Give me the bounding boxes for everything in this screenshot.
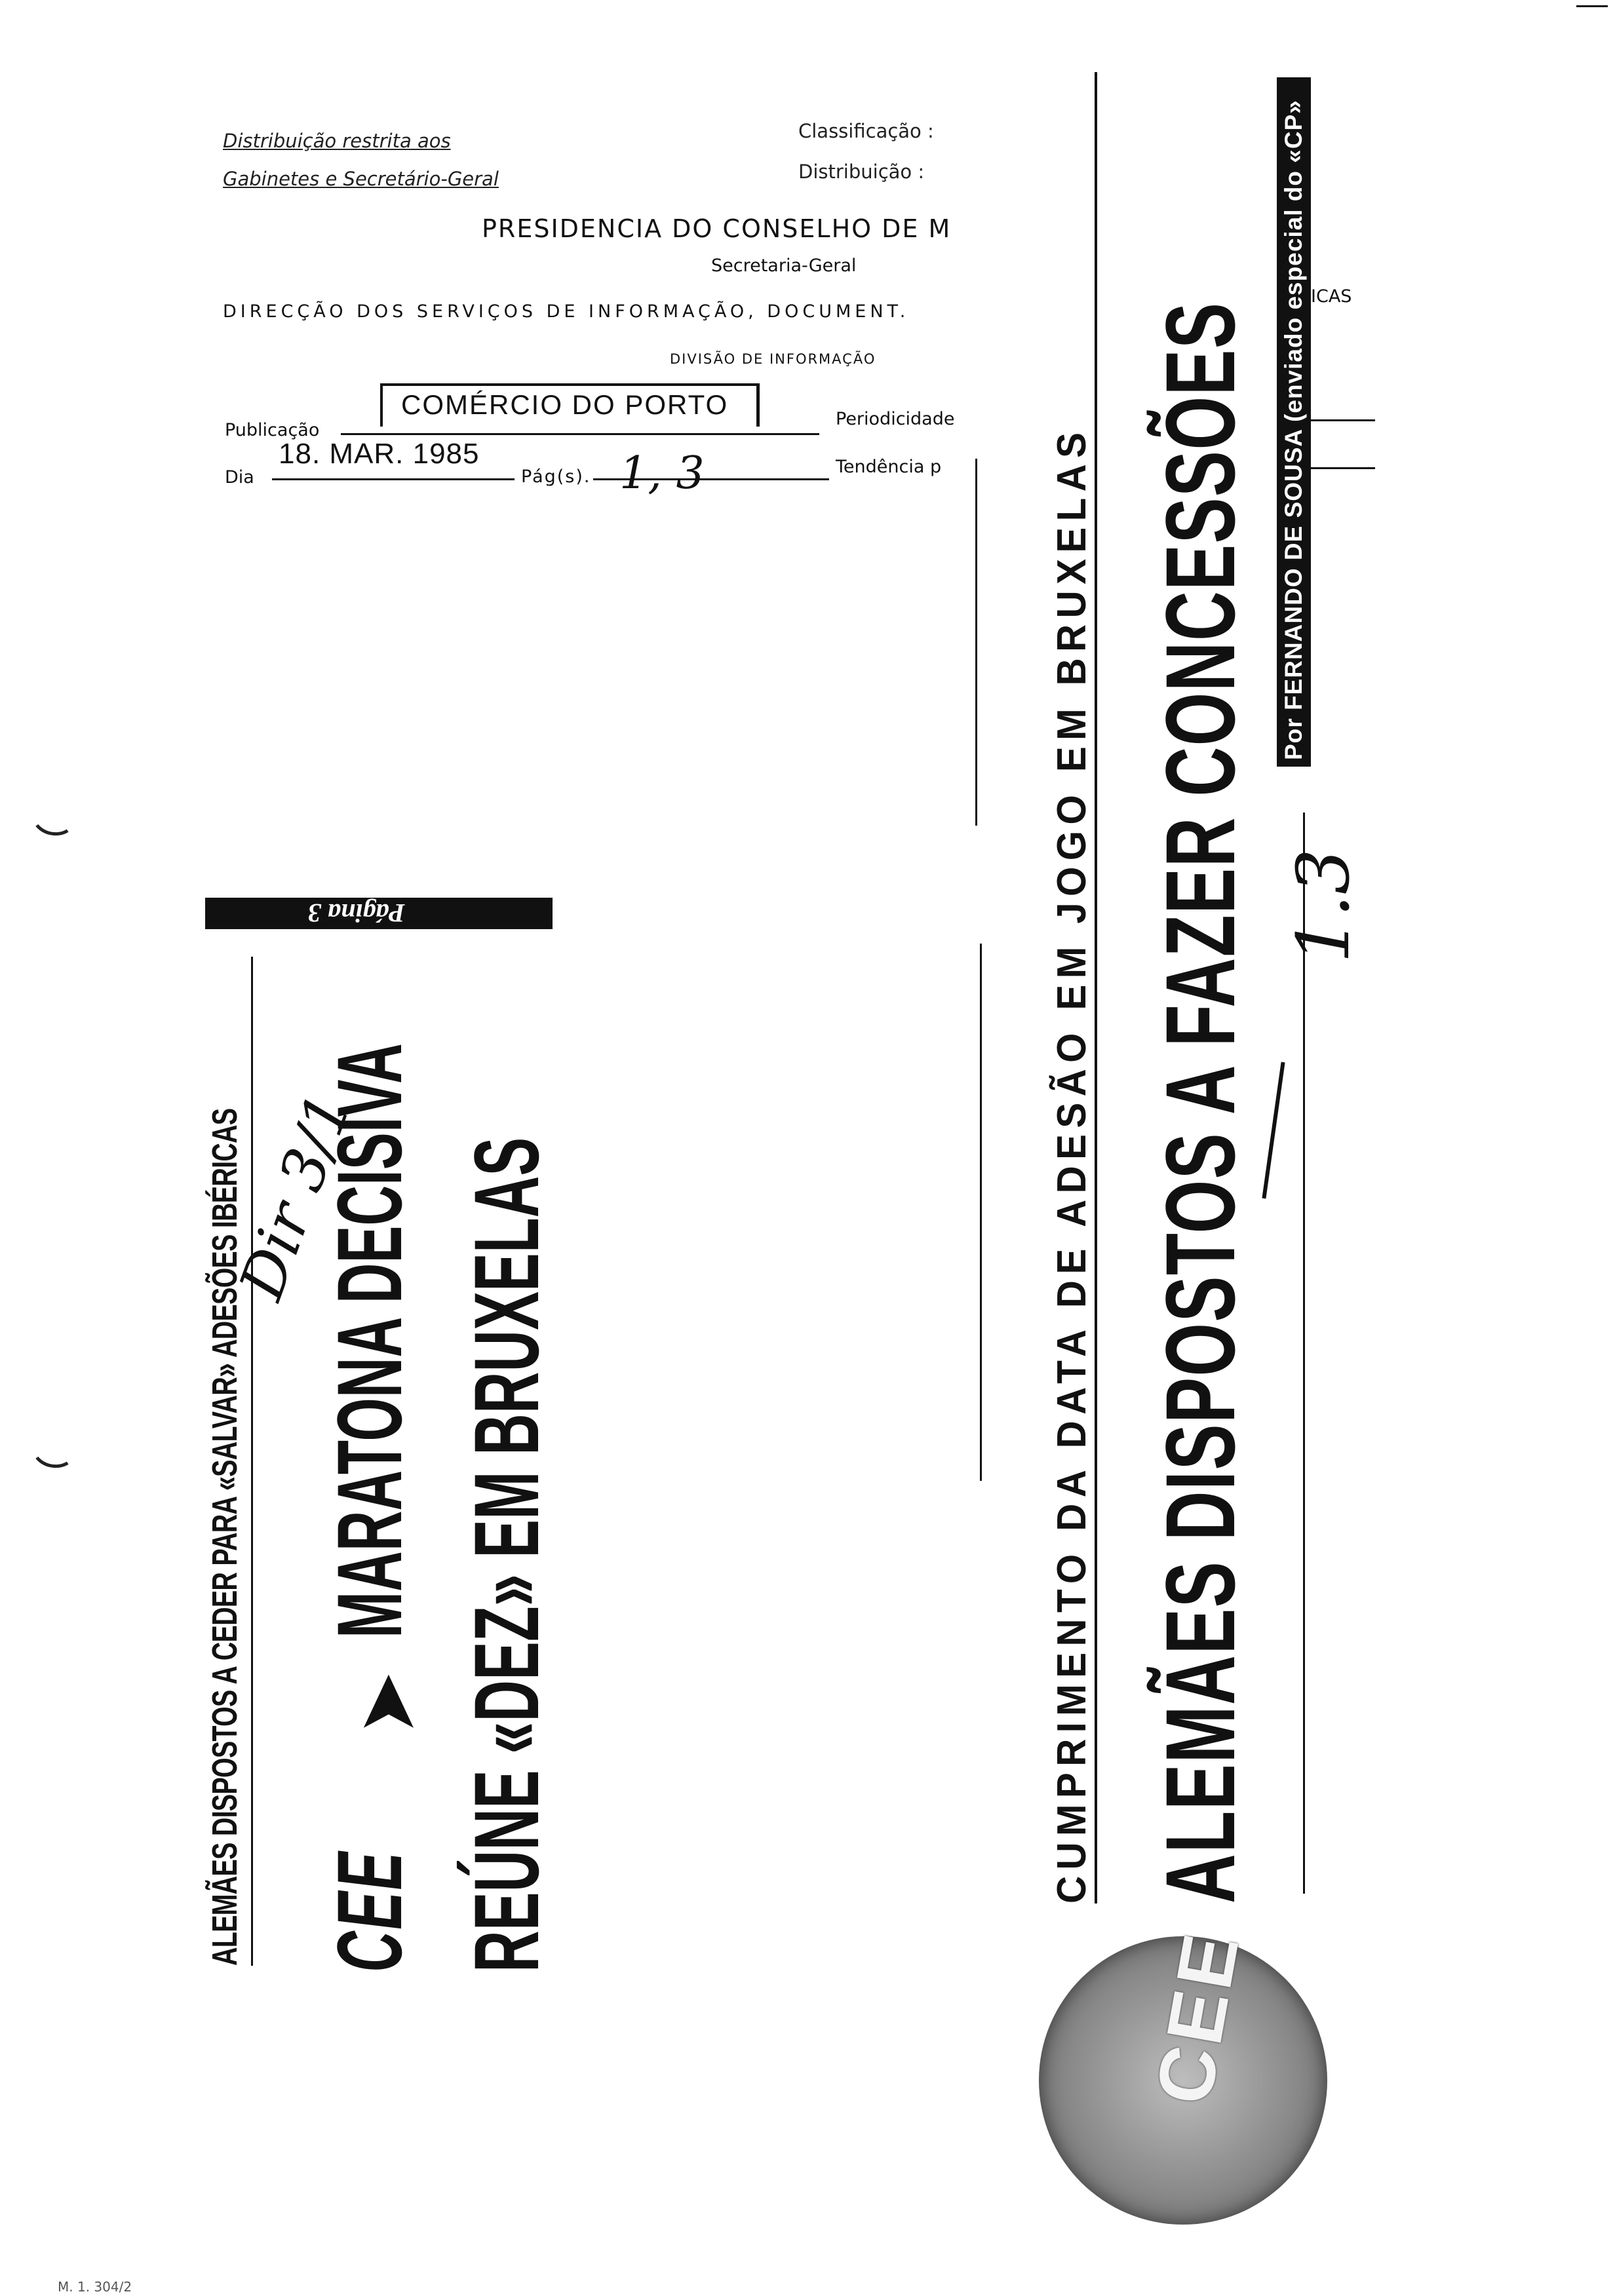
right-column-rule bbox=[1303, 813, 1305, 1894]
punch-hole-mark bbox=[28, 792, 81, 839]
page-label: Página 3 bbox=[308, 898, 405, 928]
pags-value: 1, 3 bbox=[619, 448, 705, 499]
right-headline: ALEMÃES DISPOSTOS A FAZER CONCESSÕES bbox=[1145, 301, 1255, 1904]
publicacao-stamp-box bbox=[380, 383, 760, 427]
cee-stamp-circle bbox=[1039, 1936, 1327, 2225]
divisao-heading: DIVISÃO DE INFORMAÇÃO bbox=[670, 351, 876, 367]
right-kicker-rule bbox=[1095, 72, 1097, 1904]
distribuicao-label: Distribuição : bbox=[798, 161, 925, 183]
pags-label: Pág(s). bbox=[521, 467, 591, 487]
dia-value: 18. MAR. 1985 bbox=[279, 438, 480, 470]
periodicidade-label: Periodicidade bbox=[836, 409, 955, 429]
right-byline: Por FERNANDO DE SOUSA (enviado especial … bbox=[1280, 100, 1307, 760]
secretaria-heading: Secretaria-Geral bbox=[711, 256, 857, 276]
periodicidade-rule bbox=[1303, 419, 1375, 421]
dia-label: Dia bbox=[225, 467, 254, 488]
right-handwritten-note: 1.3 bbox=[1281, 849, 1365, 963]
tendencia-rule bbox=[1303, 467, 1375, 469]
publicacao-rule bbox=[341, 433, 819, 435]
dia-rule bbox=[272, 478, 515, 480]
corner-mark bbox=[1576, 5, 1608, 7]
direccao-heading: DIRECÇÃO DOS SERVIÇOS DE INFORMAÇÃO, DOC… bbox=[223, 301, 910, 322]
byline-bar bbox=[1277, 77, 1311, 767]
arrow-icon: ➤ bbox=[341, 1670, 433, 1737]
punch-hole-mark bbox=[28, 1425, 81, 1472]
publicacao-label: Publicação bbox=[225, 420, 320, 440]
direccao-tail: ICAS bbox=[1311, 286, 1352, 307]
restricted-line-1: Distribuição restrita aos bbox=[223, 130, 451, 152]
left-headline-line2: REÚNE «DEZ» EM BRUXELAS bbox=[455, 1137, 558, 1972]
classificacao-label: Classificação : bbox=[798, 120, 934, 142]
right-kicker: CUMPRIMENTO DA DATA DE ADESÃO EM JOGO EM… bbox=[1049, 426, 1095, 1904]
pags-rule bbox=[593, 478, 829, 480]
left-kicker-rule bbox=[251, 957, 253, 1966]
publicacao-value: COMÉRCIO DO PORTO bbox=[401, 389, 729, 420]
vertical-rule-lower bbox=[980, 944, 982, 1481]
left-headline-prefix: CEE bbox=[318, 1850, 421, 1972]
tendencia-label: Tendência p bbox=[836, 457, 942, 477]
page-label-bar bbox=[205, 898, 553, 929]
restricted-line-2: Gabinetes e Secretário-Geral bbox=[223, 168, 499, 190]
presidencia-heading: PRESIDENCIA DO CONSELHO DE M bbox=[482, 214, 952, 243]
handwritten-stroke bbox=[1262, 1062, 1285, 1199]
footer-code: M. 1. 304/2 bbox=[58, 2279, 132, 2295]
vertical-rule-upper bbox=[975, 459, 977, 826]
left-kicker: ALEMÃES DISPOSTOS A CEDER PARA «SALVAR» … bbox=[205, 1108, 244, 1966]
